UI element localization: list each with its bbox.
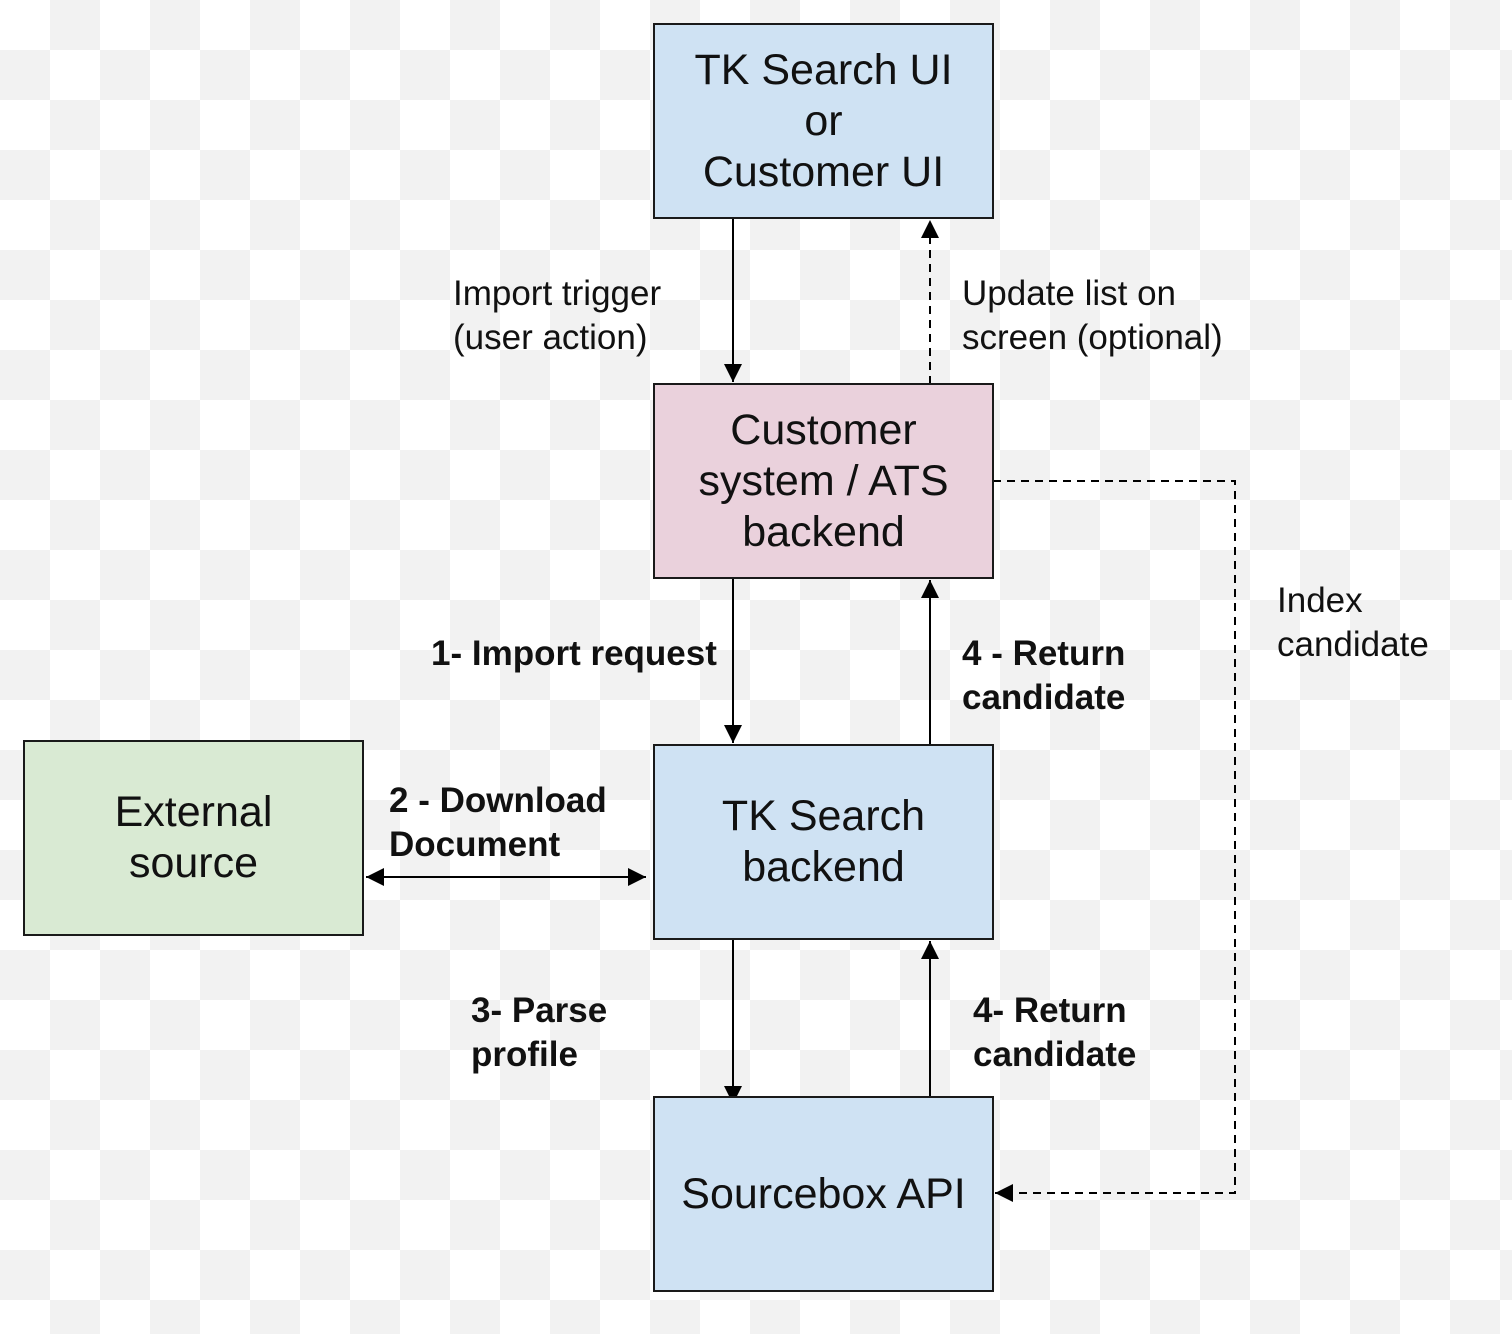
arrow-index-candidate — [993, 480, 1236, 1202]
node-tk-search-ui: TK Search UI or Customer UI — [653, 23, 994, 219]
node-customer-ats-backend: Customer system / ATS backend — [653, 383, 994, 579]
label-download-document: 2 - Download Document — [389, 781, 607, 864]
node-external-source: External source — [23, 740, 364, 936]
label-import-trigger: Import trigger (user action) — [453, 274, 662, 357]
label-import-request: 1- Import request — [431, 634, 717, 673]
label-return-candidate-api: 4- Return candidate — [973, 991, 1137, 1074]
node-tk-search-backend: TK Search backend — [653, 744, 994, 940]
label-parse-profile: 3- Parse profile — [471, 991, 608, 1074]
node-sourcebox-api: Sourcebox API — [653, 1096, 994, 1292]
label-index-candidate: Index candidate — [1277, 581, 1429, 664]
label-return-candidate-ats: 4 - Return candidate — [962, 634, 1126, 717]
label-update-list: Update list on screen (optional) — [962, 274, 1223, 357]
